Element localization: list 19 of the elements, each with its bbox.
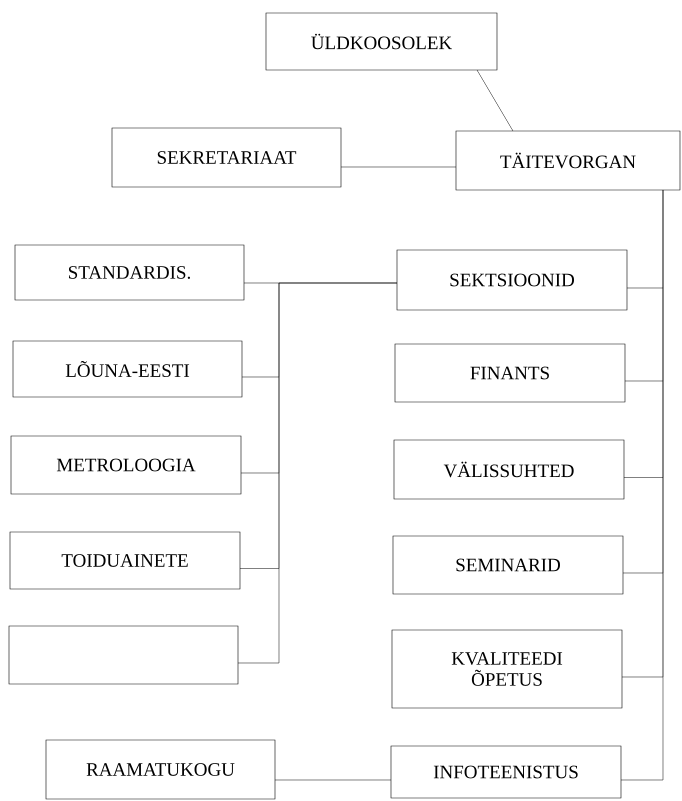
unit-box: VÄLISSUHTED [394, 440, 624, 500]
unit-box: SEKTSIOONID [396, 250, 628, 310]
unit-box: FINANTS [394, 344, 626, 402]
unit-box: STANDARDIS. [14, 244, 244, 300]
unit-box: LÕUNA-EESTI [12, 340, 242, 398]
unit-box: SEKRETARIAAT [112, 128, 342, 188]
unit-box: SEMINARID [392, 536, 624, 594]
connector-line [238, 282, 398, 664]
unit-box: RAAMATUKOGU [46, 740, 276, 800]
unit-box: TÄITEVORGAN [456, 130, 680, 190]
empty-box [8, 626, 238, 684]
unit-box: METROLOOGIA [10, 436, 242, 494]
unit-box: INFOTEENISTUS [390, 746, 622, 798]
connector-line [620, 190, 664, 780]
unit-box: ÜLDKOOSOLEK [266, 12, 498, 70]
connector-line [340, 166, 456, 168]
unit-box: TOIDUAINETE [10, 532, 240, 590]
connector-line [476, 70, 514, 132]
unit-box: KVALITEEDI ÕPETUS [392, 630, 622, 708]
